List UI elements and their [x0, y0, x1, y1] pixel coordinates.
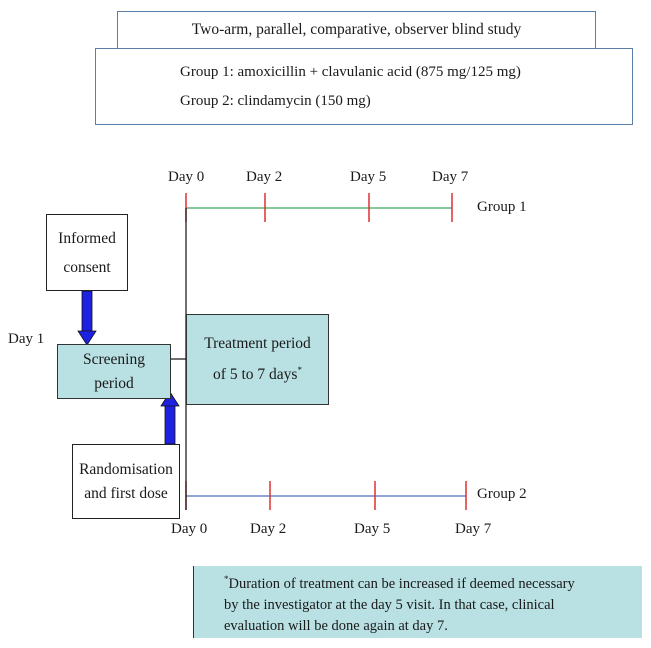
footnote-line3: evaluation will be done again at day 7.	[224, 617, 448, 634]
bottom-day-label: Day 2	[250, 521, 287, 537]
group2-label: Group 2	[477, 486, 527, 502]
randomisation-box: Randomisation and first dose	[72, 444, 180, 519]
treatment-groups-box: Group 1: amoxicillin + clavulanic acid (…	[95, 48, 633, 125]
top-day-label: Day 5	[350, 169, 387, 185]
footnote-line1-wrap: *Duration of treatment can be increased …	[200, 569, 636, 595]
screening-line2: period	[94, 374, 134, 392]
bottom-day-label: Day 5	[354, 521, 391, 537]
footnote-box: *Duration of treatment can be increased …	[193, 566, 642, 638]
treatment-line2: of 5 to 7 days	[213, 366, 298, 384]
arrow-down-icon	[77, 290, 97, 346]
arrow-up-icon	[160, 391, 180, 445]
top-day-label: Day 7	[432, 169, 469, 185]
group1-description: Group 1: amoxicillin + clavulanic acid (…	[180, 64, 521, 80]
footnote-line1: Duration of treatment can be increased i…	[228, 575, 575, 592]
informed-consent-line2: consent	[63, 258, 111, 276]
randomisation-line2: and first dose	[84, 484, 168, 502]
randomisation-line1: Randomisation	[79, 460, 173, 478]
footnote-mark: *	[224, 574, 229, 584]
bottom-day-label: Day 7	[455, 521, 492, 537]
group1-label: Group 1	[477, 199, 527, 215]
day1-label: Day 1	[8, 331, 45, 347]
treatment-line2-wrap: of 5 to 7 days*	[213, 357, 302, 388]
top-day-label: Day 0	[168, 169, 205, 185]
treatment-period-box: Treatment period of 5 to 7 days*	[186, 314, 329, 405]
top-day-label: Day 2	[246, 169, 283, 185]
footnote-line2: by the investigator at the day 5 visit. …	[224, 596, 555, 613]
treatment-footnote-mark: *	[297, 364, 302, 375]
treatment-line1: Treatment period	[204, 334, 311, 352]
screening-period-box: Screening period	[57, 344, 171, 399]
group2-description: Group 2: clindamycin (150 mg)	[180, 93, 371, 109]
study-design-title: Two-arm, parallel, comparative, observer…	[117, 11, 596, 49]
screening-line1: Screening	[83, 350, 145, 368]
informed-consent-line1: Informed	[58, 229, 116, 247]
bottom-day-label: Day 0	[171, 521, 208, 537]
informed-consent-box: Informed consent	[46, 214, 128, 291]
